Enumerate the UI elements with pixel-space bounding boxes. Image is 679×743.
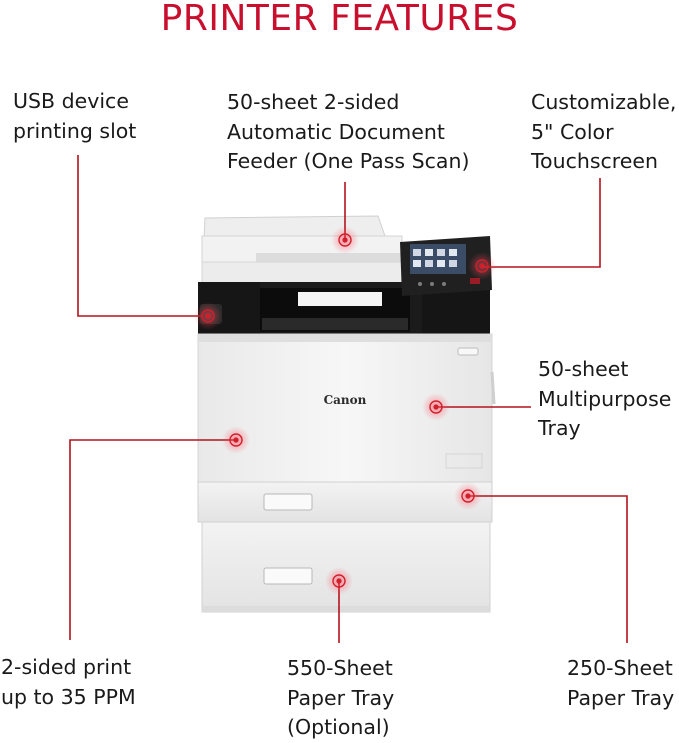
callout-line: Touchscreen	[531, 149, 658, 173]
callout-line: 2-sided print	[1, 655, 132, 679]
callout-line: USB device	[13, 89, 129, 113]
hotspot-document-feeder	[331, 226, 359, 254]
callout-line: Customizable,	[531, 90, 677, 114]
hotspot-duplex-print	[222, 426, 250, 454]
scanner-unit	[198, 282, 422, 334]
document-feeder	[201, 215, 403, 285]
callout-touchscreen: Customizable, 5" Color Touchscreen	[531, 88, 676, 177]
callout-line: 550-Sheet	[287, 656, 393, 680]
paper-tray-550	[201, 521, 491, 613]
callout-usb-slot: USB device printing slot	[13, 87, 136, 146]
page-title: PRINTER FEATURES	[160, 0, 519, 39]
callout-line: Paper Tray	[567, 685, 675, 710]
callout-250-tray: 250-Sheet Paper Tray	[567, 654, 674, 713]
hotspot-250-tray	[454, 482, 482, 510]
control-panel	[400, 236, 492, 336]
callout-line: up to 35 PPM	[1, 684, 136, 709]
brand-logo: Canon	[324, 393, 367, 407]
hotspot-touchscreen	[468, 252, 496, 280]
callout-duplex-print: 2-sided print up to 35 PPM	[1, 653, 136, 712]
callout-multipurpose-tray: 50-sheet Multipurpose Tray	[538, 355, 671, 444]
callout-line: 5" Color	[531, 119, 614, 144]
callout-document-feeder: 50-sheet 2-sided Automatic Document Feed…	[227, 88, 469, 177]
callout-line: (Optional)	[287, 715, 390, 739]
callout-line: 50-sheet 2-sided	[227, 90, 400, 114]
hotspot-multipurpose-tray	[422, 393, 450, 421]
callout-line: Paper Tray	[287, 685, 395, 710]
callout-line: Tray	[538, 416, 581, 440]
callout-line: Automatic Document	[227, 119, 445, 144]
callout-line: 250-Sheet	[567, 656, 673, 680]
hotspot-550-tray	[325, 567, 353, 595]
callout-line: Multipurpose	[538, 386, 672, 411]
callout-line: 50-sheet	[538, 357, 629, 381]
callout-line: printing slot	[13, 118, 137, 143]
callout-550-tray: 550-Sheet Paper Tray (Optional)	[287, 654, 394, 743]
paper-tray-250	[197, 481, 493, 523]
hotspot-usb	[194, 302, 222, 330]
callout-line: Feeder (One Pass Scan)	[227, 149, 470, 173]
